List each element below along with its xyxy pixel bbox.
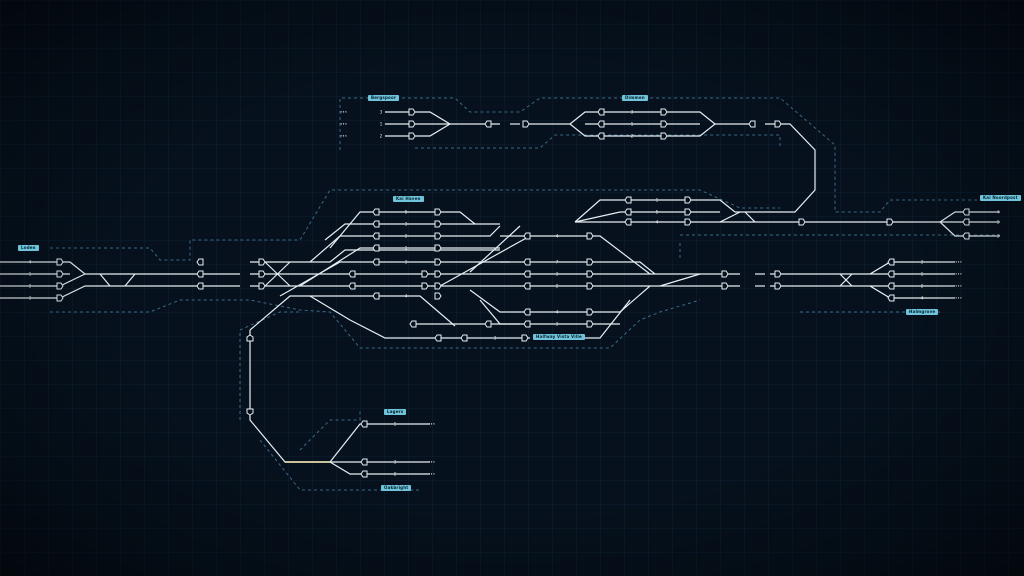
station-label-north-left[interactable]: Bergspoor [368, 95, 400, 101]
station-label-center[interactable]: Kaï Haven [393, 196, 424, 202]
station-label-south-a[interactable]: Lagers [384, 409, 407, 415]
station-label-north-right[interactable]: Dimmen [622, 95, 648, 101]
station-label-east[interactable]: Kaï Noordpost [980, 195, 1021, 201]
station-label-west[interactable]: Loden [18, 245, 39, 251]
station-label-south-center[interactable]: Halfway Vista Ville [533, 334, 585, 340]
station-label-south-b[interactable]: Oakbright [381, 485, 412, 491]
station-label-east-lower[interactable]: Halmgrove [906, 309, 939, 315]
